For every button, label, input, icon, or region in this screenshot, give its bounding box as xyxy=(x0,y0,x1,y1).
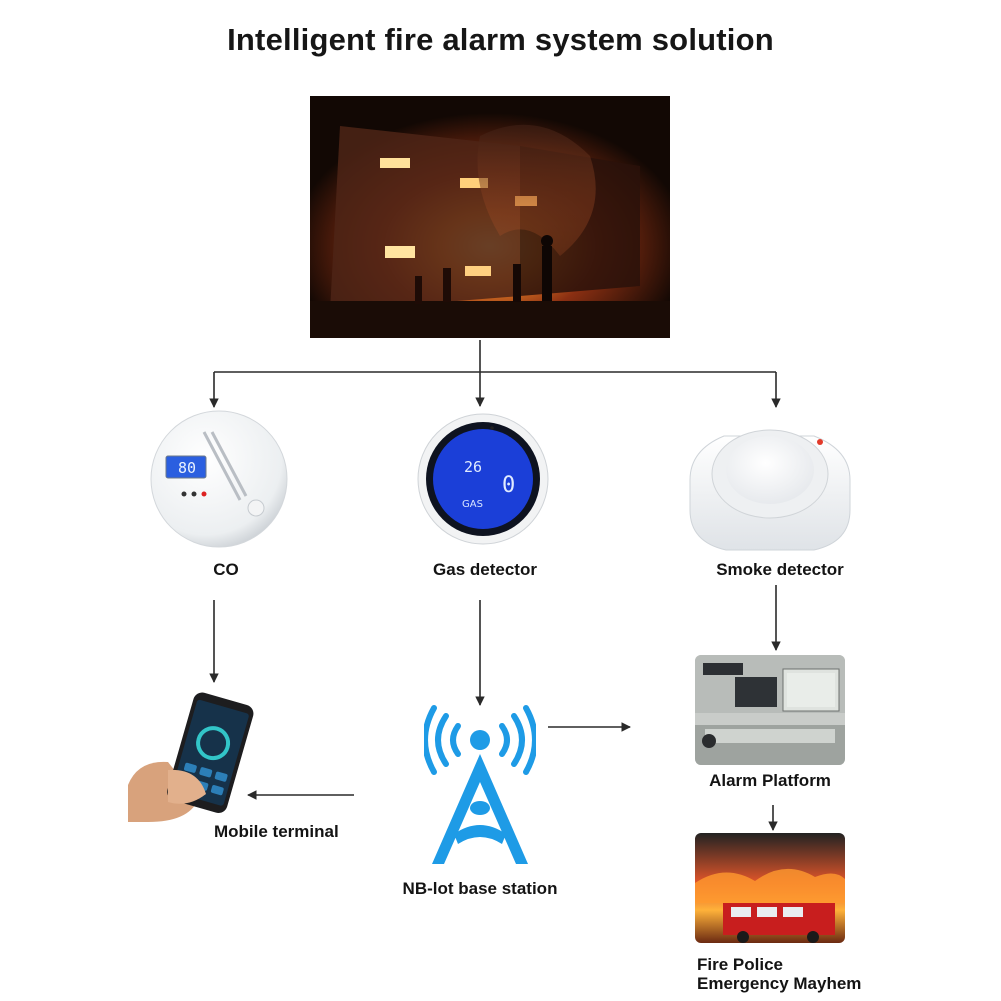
fire-truck-photo xyxy=(695,833,845,943)
label-alarm-platform: Alarm Platform xyxy=(709,771,831,790)
label-fire-police: Fire Police xyxy=(697,955,783,974)
smoke-detector-image xyxy=(684,410,856,558)
co-display-text: 80 xyxy=(178,459,196,477)
co-detector-image: 80 xyxy=(148,408,290,550)
label-gas-detector: Gas detector xyxy=(433,560,537,579)
label-emergency-mayhem: Emergency Mayhem xyxy=(697,974,862,993)
gas-detector-image: 26 0 GAS xyxy=(416,412,550,546)
base-station-tower-icon xyxy=(422,704,538,868)
alarm-platform-photo xyxy=(695,655,845,765)
mobile-phone-image xyxy=(128,690,262,822)
label-base-station: NB-lot base station xyxy=(402,879,558,898)
label-mobile-terminal: Mobile terminal xyxy=(214,822,339,841)
gas-temp-text: 26 xyxy=(464,458,482,476)
label-co: CO xyxy=(213,560,239,579)
label-smoke-detector: Smoke detector xyxy=(716,560,844,579)
page-title: Intelligent fire alarm system solution xyxy=(227,22,774,57)
fire-scene-photo xyxy=(310,96,670,338)
gas-value-text: 0 xyxy=(502,473,515,498)
gas-brand-text: GAS xyxy=(462,499,483,510)
label-fire-emergency: Fire Police Emergency Mayhem xyxy=(697,955,861,993)
